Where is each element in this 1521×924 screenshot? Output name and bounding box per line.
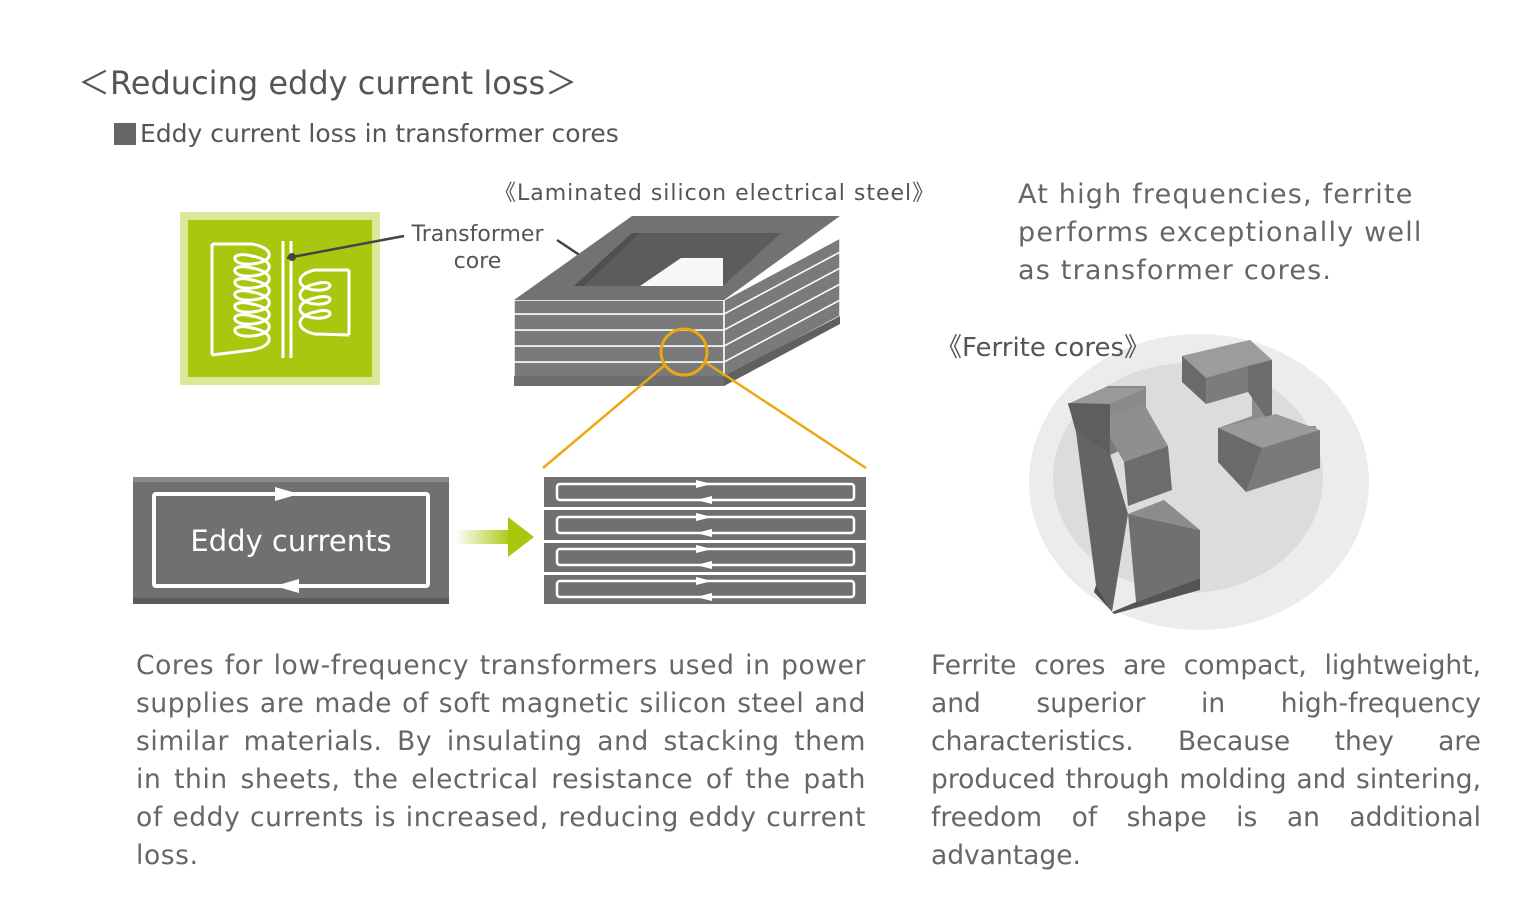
transformer-symbol-icon: [180, 212, 405, 385]
square-bullet-icon: [114, 122, 136, 145]
laminated-sheets-icon: [544, 477, 866, 604]
page-title: ＜Reducing eddy current loss＞: [78, 64, 578, 102]
transformer-core-label: Transformer core: [411, 222, 544, 274]
section-subtitle: Eddy current loss in transformer cores: [114, 119, 619, 148]
eddy-currents-label: Eddy currents: [190, 524, 392, 558]
right-arrow-icon: [455, 517, 534, 557]
high-frequency-note: At high frequencies, ferrite performs ex…: [1018, 179, 1423, 286]
ferrite-cores-icon: [1029, 334, 1369, 630]
laminated-core-stack-icon: [513, 216, 867, 470]
laminated-description: Cores for low-frequency transformers use…: [136, 650, 866, 871]
eddy-current-block-icon: [133, 477, 449, 604]
laminated-steel-label: 《Laminated silicon electrical steel》: [494, 181, 936, 206]
section-subtitle-text: Eddy current loss in transformer cores: [140, 119, 619, 148]
ferrite-description: Ferrite cores are compact, lightweight, …: [931, 650, 1481, 871]
ferrite-cores-label: 《Ferrite cores》: [936, 333, 1150, 363]
